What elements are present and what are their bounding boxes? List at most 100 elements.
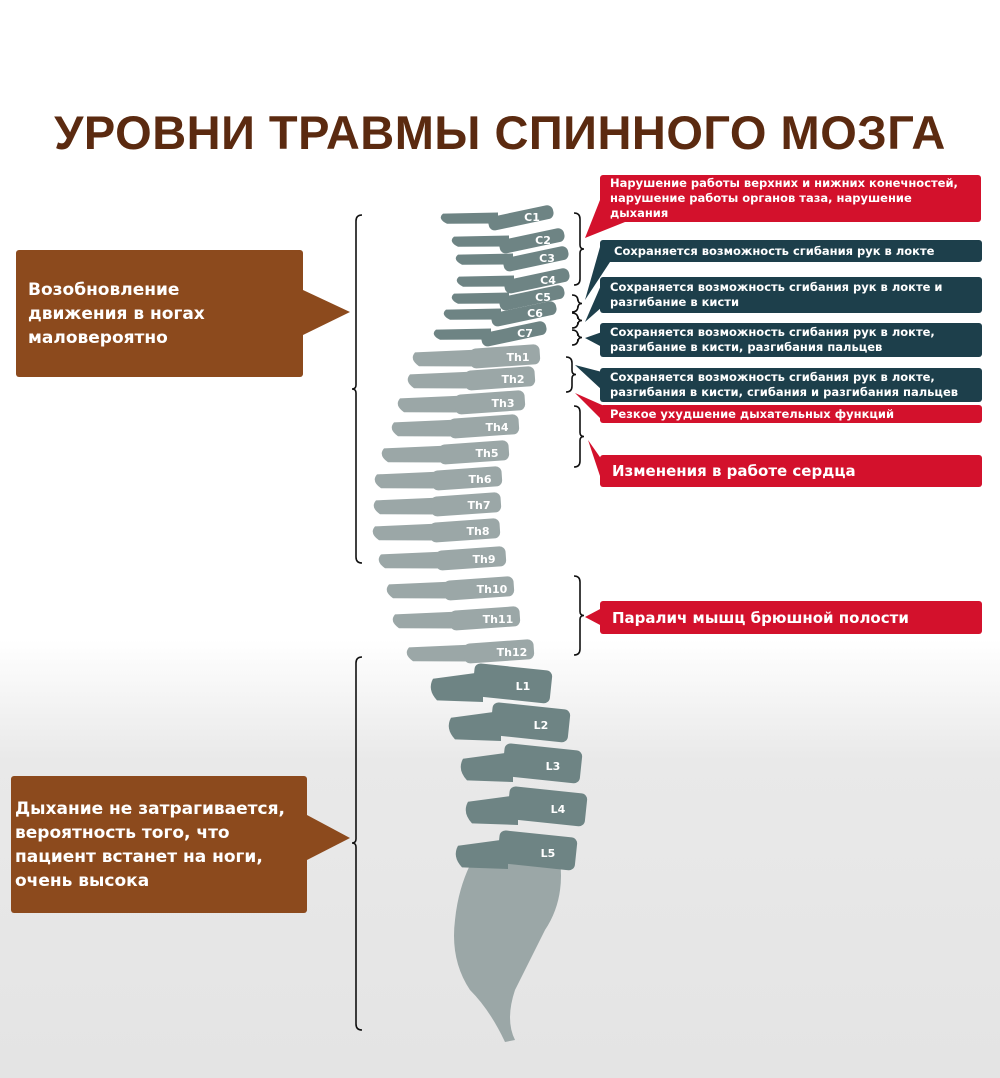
vertebra-label: C5 (535, 291, 551, 304)
note-th1: Сохраняется возможность сгибания рук в л… (600, 368, 982, 402)
vertebral-body (497, 830, 578, 871)
bracket (573, 405, 585, 468)
spinous-process (392, 611, 460, 629)
bracket (571, 329, 583, 346)
vertebra-th3: Th3 (397, 390, 526, 415)
vertebral-body (463, 639, 535, 664)
spinous-process (451, 292, 509, 304)
vertebra-th2: Th2 (407, 366, 536, 391)
bracket (571, 312, 583, 329)
note-text: Сохраняется возможность сгибания рук в л… (610, 280, 943, 309)
vertebra-c1: C1 (440, 205, 554, 231)
vertebra-label: Th6 (469, 473, 492, 486)
spinous-process (460, 752, 513, 782)
note-c5: Сохраняется возможность сгибания рук в л… (600, 240, 982, 262)
pointer-teal (575, 365, 602, 390)
vertebra-label: C4 (540, 274, 556, 287)
vertebra-th11: Th11 (392, 606, 521, 631)
vertebra-th1: Th1 (412, 344, 541, 369)
vertebra-th9: Th9 (378, 546, 507, 571)
vertebral-body (472, 663, 553, 704)
vertebra-l2: L2 (448, 702, 571, 743)
vertebral-body (431, 466, 503, 491)
spinous-process (440, 212, 498, 224)
vertebra-c5: C5 (451, 285, 565, 311)
spinous-process (406, 644, 474, 662)
vertebral-body (490, 702, 571, 743)
note-th3-th5: Изменения в работе сердца (600, 455, 982, 487)
spinous-process (443, 308, 501, 320)
vertebra-label: L1 (516, 680, 531, 693)
note-text: Нарушение работы верхних и нижних конечн… (610, 176, 958, 220)
vertebra-th5: Th5 (381, 440, 510, 465)
note-c7: Сохраняется возможность сгибания рук в л… (600, 323, 982, 357)
vertebral-body (469, 344, 541, 369)
note-text: Сохраняется возможность сгибания рук в л… (610, 325, 935, 354)
spinous-process (386, 581, 454, 599)
vertebra-th6: Th6 (374, 466, 503, 491)
vertebra-th12: Th12 (406, 639, 535, 664)
spinous-process (373, 497, 441, 515)
note-th1-th2: Резкое ухудшение дыхательных функций (600, 405, 982, 423)
vertebral-body (502, 743, 583, 784)
vertebra-label: Th12 (497, 646, 528, 659)
pointer-red (575, 393, 602, 420)
vertebra-label: C3 (539, 252, 555, 265)
vertebral-body (449, 606, 521, 631)
spinous-process (372, 523, 440, 541)
sacrum (454, 860, 561, 1042)
vertebra-label: Th8 (467, 525, 490, 538)
vertebra-l4: L4 (465, 786, 588, 827)
vertebra-th4: Th4 (391, 414, 520, 439)
spinous-process (456, 275, 514, 287)
vertebra-c6: C6 (443, 301, 557, 327)
vertebra-c4: C4 (456, 268, 570, 294)
vertebral-body (488, 205, 554, 231)
vertebra-th7: Th7 (373, 492, 502, 517)
left-note-upper-text: Возобновление движения в ногах маловероя… (28, 279, 205, 348)
vertebral-body (507, 786, 588, 827)
vertebra-th10: Th10 (386, 576, 515, 601)
vertebra-label: Th5 (476, 447, 499, 460)
vertebra-label: Th3 (492, 397, 515, 410)
pointer-brown (307, 815, 350, 860)
note-text: Изменения в работе сердца (612, 462, 856, 480)
vertebra-label: C1 (524, 211, 540, 224)
spinous-process (397, 395, 465, 413)
vertebral-body (430, 492, 502, 517)
left-note-upper: Возобновление движения в ногах маловероя… (16, 250, 303, 377)
spinous-process (374, 471, 442, 489)
vertebra-th8: Th8 (372, 518, 501, 543)
bracket (351, 214, 363, 564)
vertebra-label: C7 (517, 327, 533, 340)
vertebra-label: Th10 (477, 583, 508, 596)
spinous-process (455, 839, 508, 869)
vertebra-label: C2 (535, 234, 551, 247)
note-text: Сохраняется возможность сгибания рук в л… (610, 370, 959, 399)
note-c6: Сохраняется возможность сгибания рук в л… (600, 277, 982, 313)
vertebral-body (499, 228, 565, 254)
pointer-red (588, 440, 602, 482)
bracket (571, 294, 583, 313)
vertebral-body (491, 301, 557, 327)
vertebral-body (499, 285, 565, 311)
bracket (565, 356, 577, 393)
vertebra-l1: L1 (430, 663, 553, 704)
vertebra-l5: L5 (455, 830, 578, 871)
vertebral-body (429, 518, 501, 543)
vertebral-body (481, 321, 547, 347)
vertebra-label: Th9 (473, 553, 496, 566)
spinous-process (451, 235, 509, 247)
spinous-process (448, 711, 501, 741)
left-note-lower-text: Дыхание не затрагивается, вероятность то… (15, 798, 285, 891)
note-text: Паралич мышц брюшной полости (612, 608, 909, 627)
vertebra-c7: C7 (433, 321, 547, 347)
vertebra-label: Th4 (486, 421, 509, 434)
bracket (573, 212, 585, 286)
note-c1-c4: Нарушение работы верхних и нижних конечн… (600, 175, 981, 222)
vertebral-body (443, 576, 515, 601)
note-th10-th12: Паралич мышц брюшной полости (600, 601, 982, 634)
vertebra-label: Th7 (468, 499, 491, 512)
spinous-process (455, 253, 513, 265)
